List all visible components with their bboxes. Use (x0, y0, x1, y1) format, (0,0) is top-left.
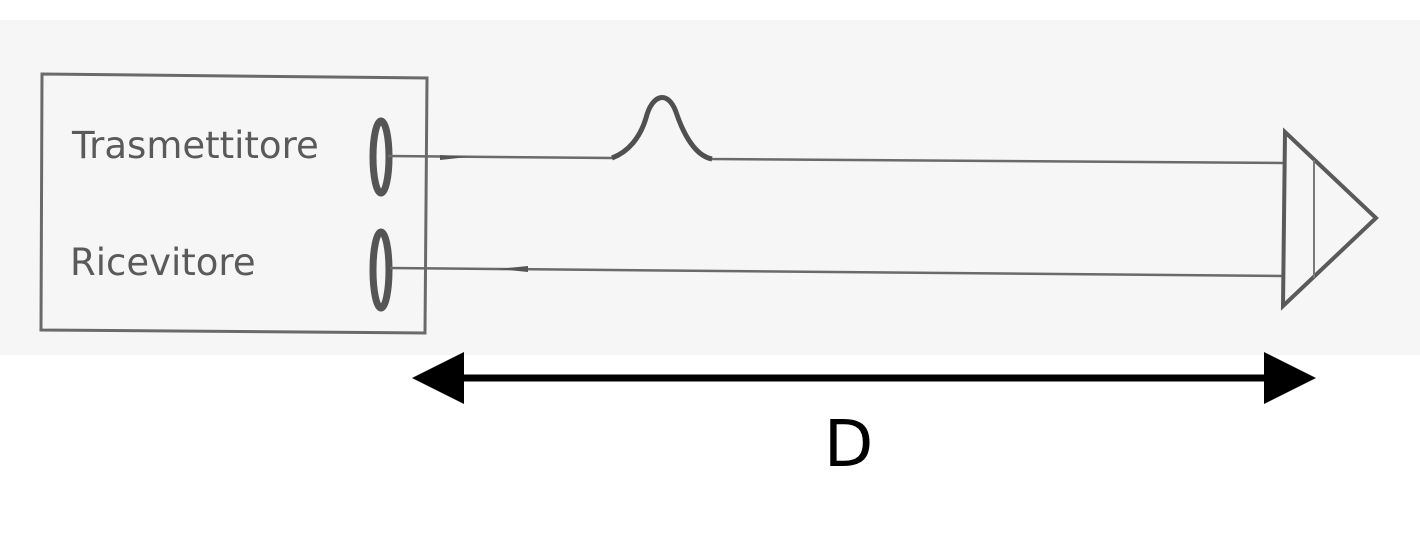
prism-reflector-icon (1280, 127, 1379, 311)
transmitter-label: Trasmettitore (71, 124, 319, 167)
distance-label: D (824, 408, 873, 482)
receiver-label: Ricevitore (70, 241, 256, 284)
unit-box (39, 72, 429, 335)
pulse-icon (611, 95, 713, 162)
return-beam (389, 266, 1286, 278)
distance-arrowhead-left-icon (412, 352, 464, 404)
receiver-lens-icon (369, 228, 393, 312)
outgoing-arrow-icon (440, 155, 468, 160)
distance-arrowhead-right-icon (1264, 352, 1316, 404)
return-arrow-icon (498, 266, 528, 272)
scan-background (0, 20, 1420, 355)
